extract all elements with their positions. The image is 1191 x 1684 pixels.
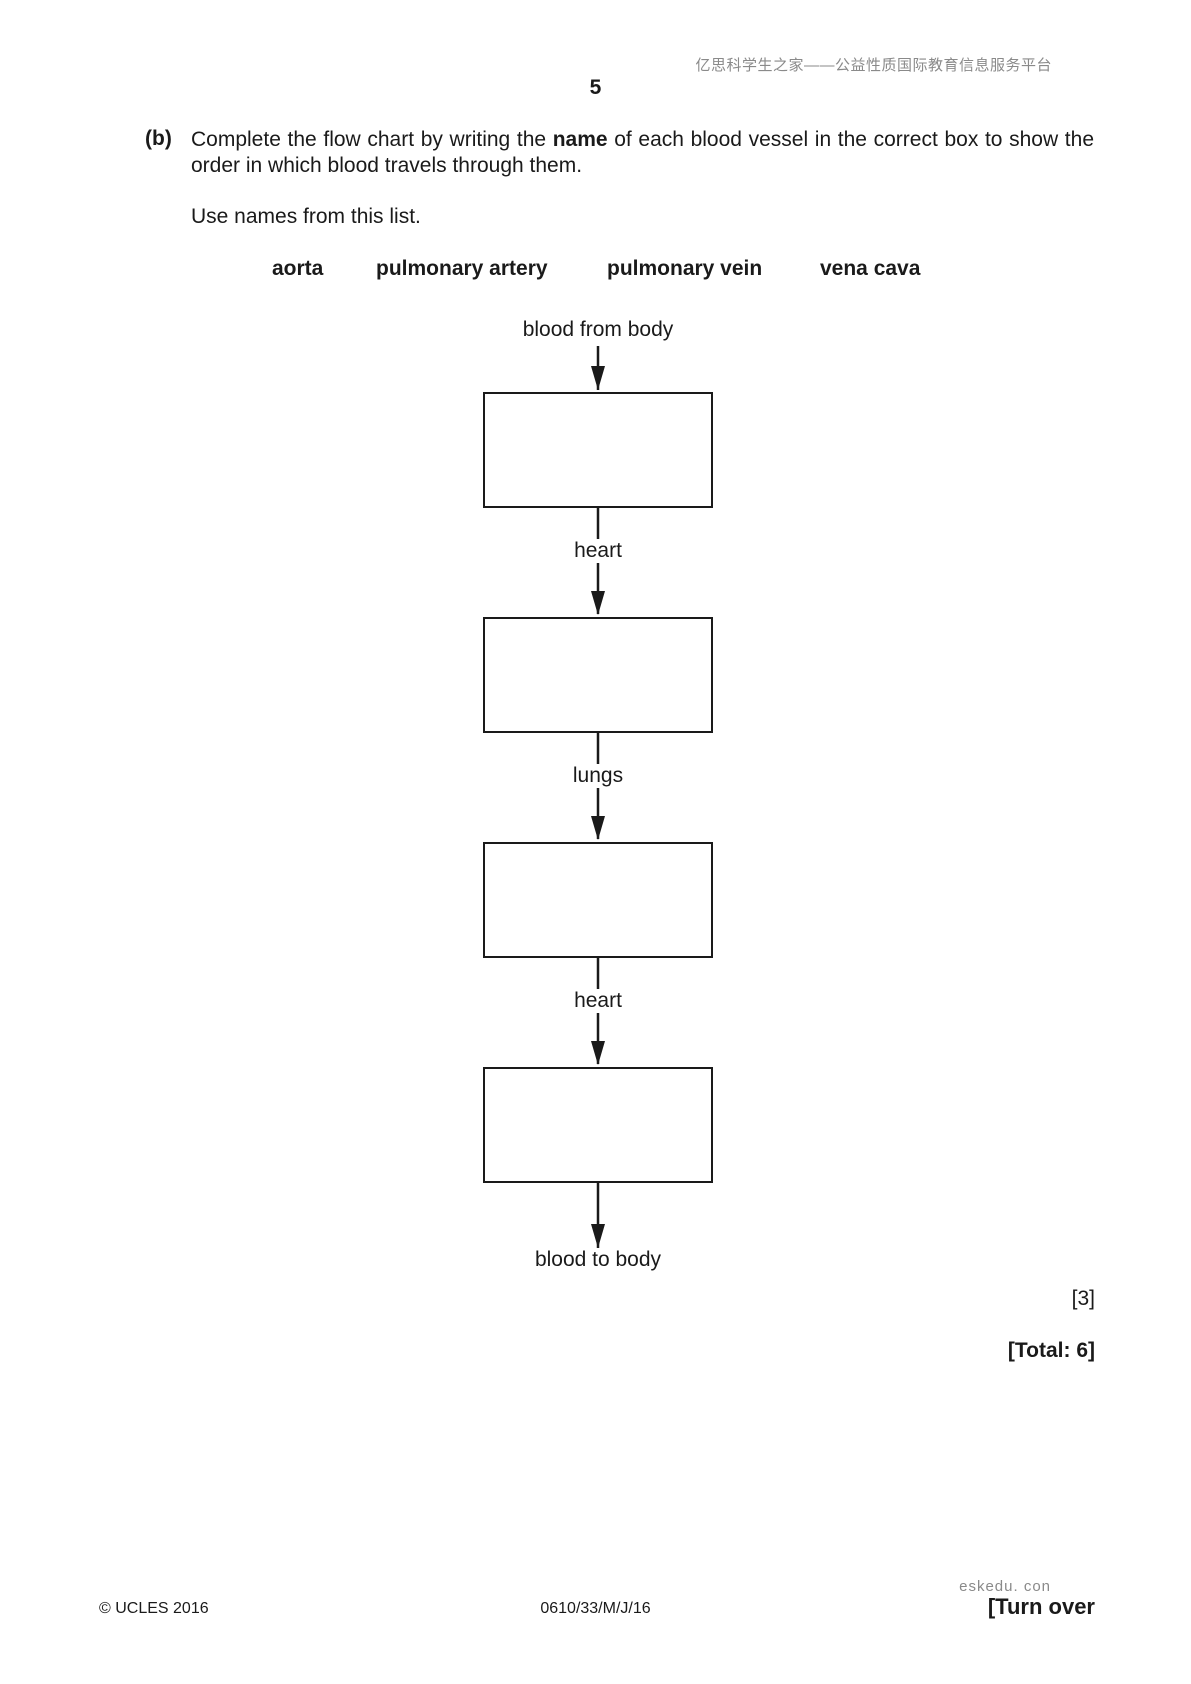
footer-paper-code: 0610/33/M/J/16 <box>540 1600 651 1617</box>
flow-arrowhead-1 <box>591 366 605 390</box>
header-watermark: 亿思科学生之家——公益性质国际教育信息服务平台 <box>695 57 1052 74</box>
page-number: 5 <box>589 76 602 99</box>
flow-arrowhead-4 <box>591 1041 605 1065</box>
instruction-text: Use names from this list. <box>191 205 421 228</box>
total-marks-label: [Total: 6] <box>1007 1339 1095 1362</box>
answer-box-1[interactable] <box>483 392 713 508</box>
vessel-name-pulmonary-vein: pulmonary vein <box>607 257 763 280</box>
vessel-name-aorta: aorta <box>272 257 324 280</box>
flow-label-lungs: lungs <box>563 764 633 788</box>
vessel-name-vena-cava: vena cava <box>820 257 921 280</box>
answer-box-4[interactable] <box>483 1067 713 1183</box>
question-part-label: (b) <box>145 127 172 150</box>
flow-arrowhead-2 <box>591 591 605 615</box>
question-text-start: Complete the flow chart by writing the <box>191 128 553 151</box>
question-text-end: of each blood vessel in the correct box … <box>191 128 1094 177</box>
flow-arrowhead-3 <box>591 816 605 840</box>
answer-box-3[interactable] <box>483 842 713 958</box>
turn-over-label: [Turn over <box>987 1594 1095 1619</box>
footer-watermark: eskedu. con <box>959 1578 1051 1595</box>
flow-label-heart-2: heart <box>563 989 633 1013</box>
marks-label: [3] <box>1071 1287 1095 1310</box>
flow-label-end: blood to body <box>448 1248 748 1272</box>
question-text: Complete the flow chart by writing the n… <box>191 127 1094 179</box>
answer-box-2[interactable] <box>483 617 713 733</box>
flow-label-start: blood from body <box>448 318 748 342</box>
footer-copyright: © UCLES 2016 <box>99 1600 209 1617</box>
flow-label-heart-1: heart <box>563 539 633 563</box>
vessel-name-pulmonary-artery: pulmonary artery <box>376 257 548 280</box>
flow-arrowhead-5 <box>591 1224 605 1248</box>
question-text-bold: name <box>552 128 608 151</box>
